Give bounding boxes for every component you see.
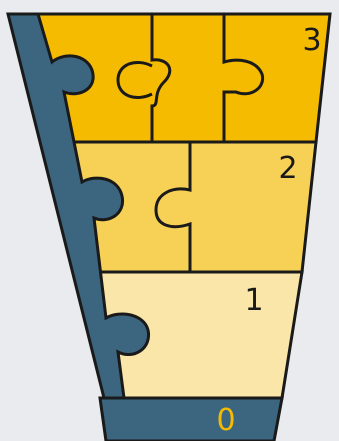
- level-0-band: [100, 398, 282, 441]
- level-3-label: 3: [302, 23, 321, 58]
- level-2-label: 2: [278, 151, 297, 186]
- level-0-label: 0: [216, 403, 235, 438]
- level-1-label: 1: [244, 283, 263, 318]
